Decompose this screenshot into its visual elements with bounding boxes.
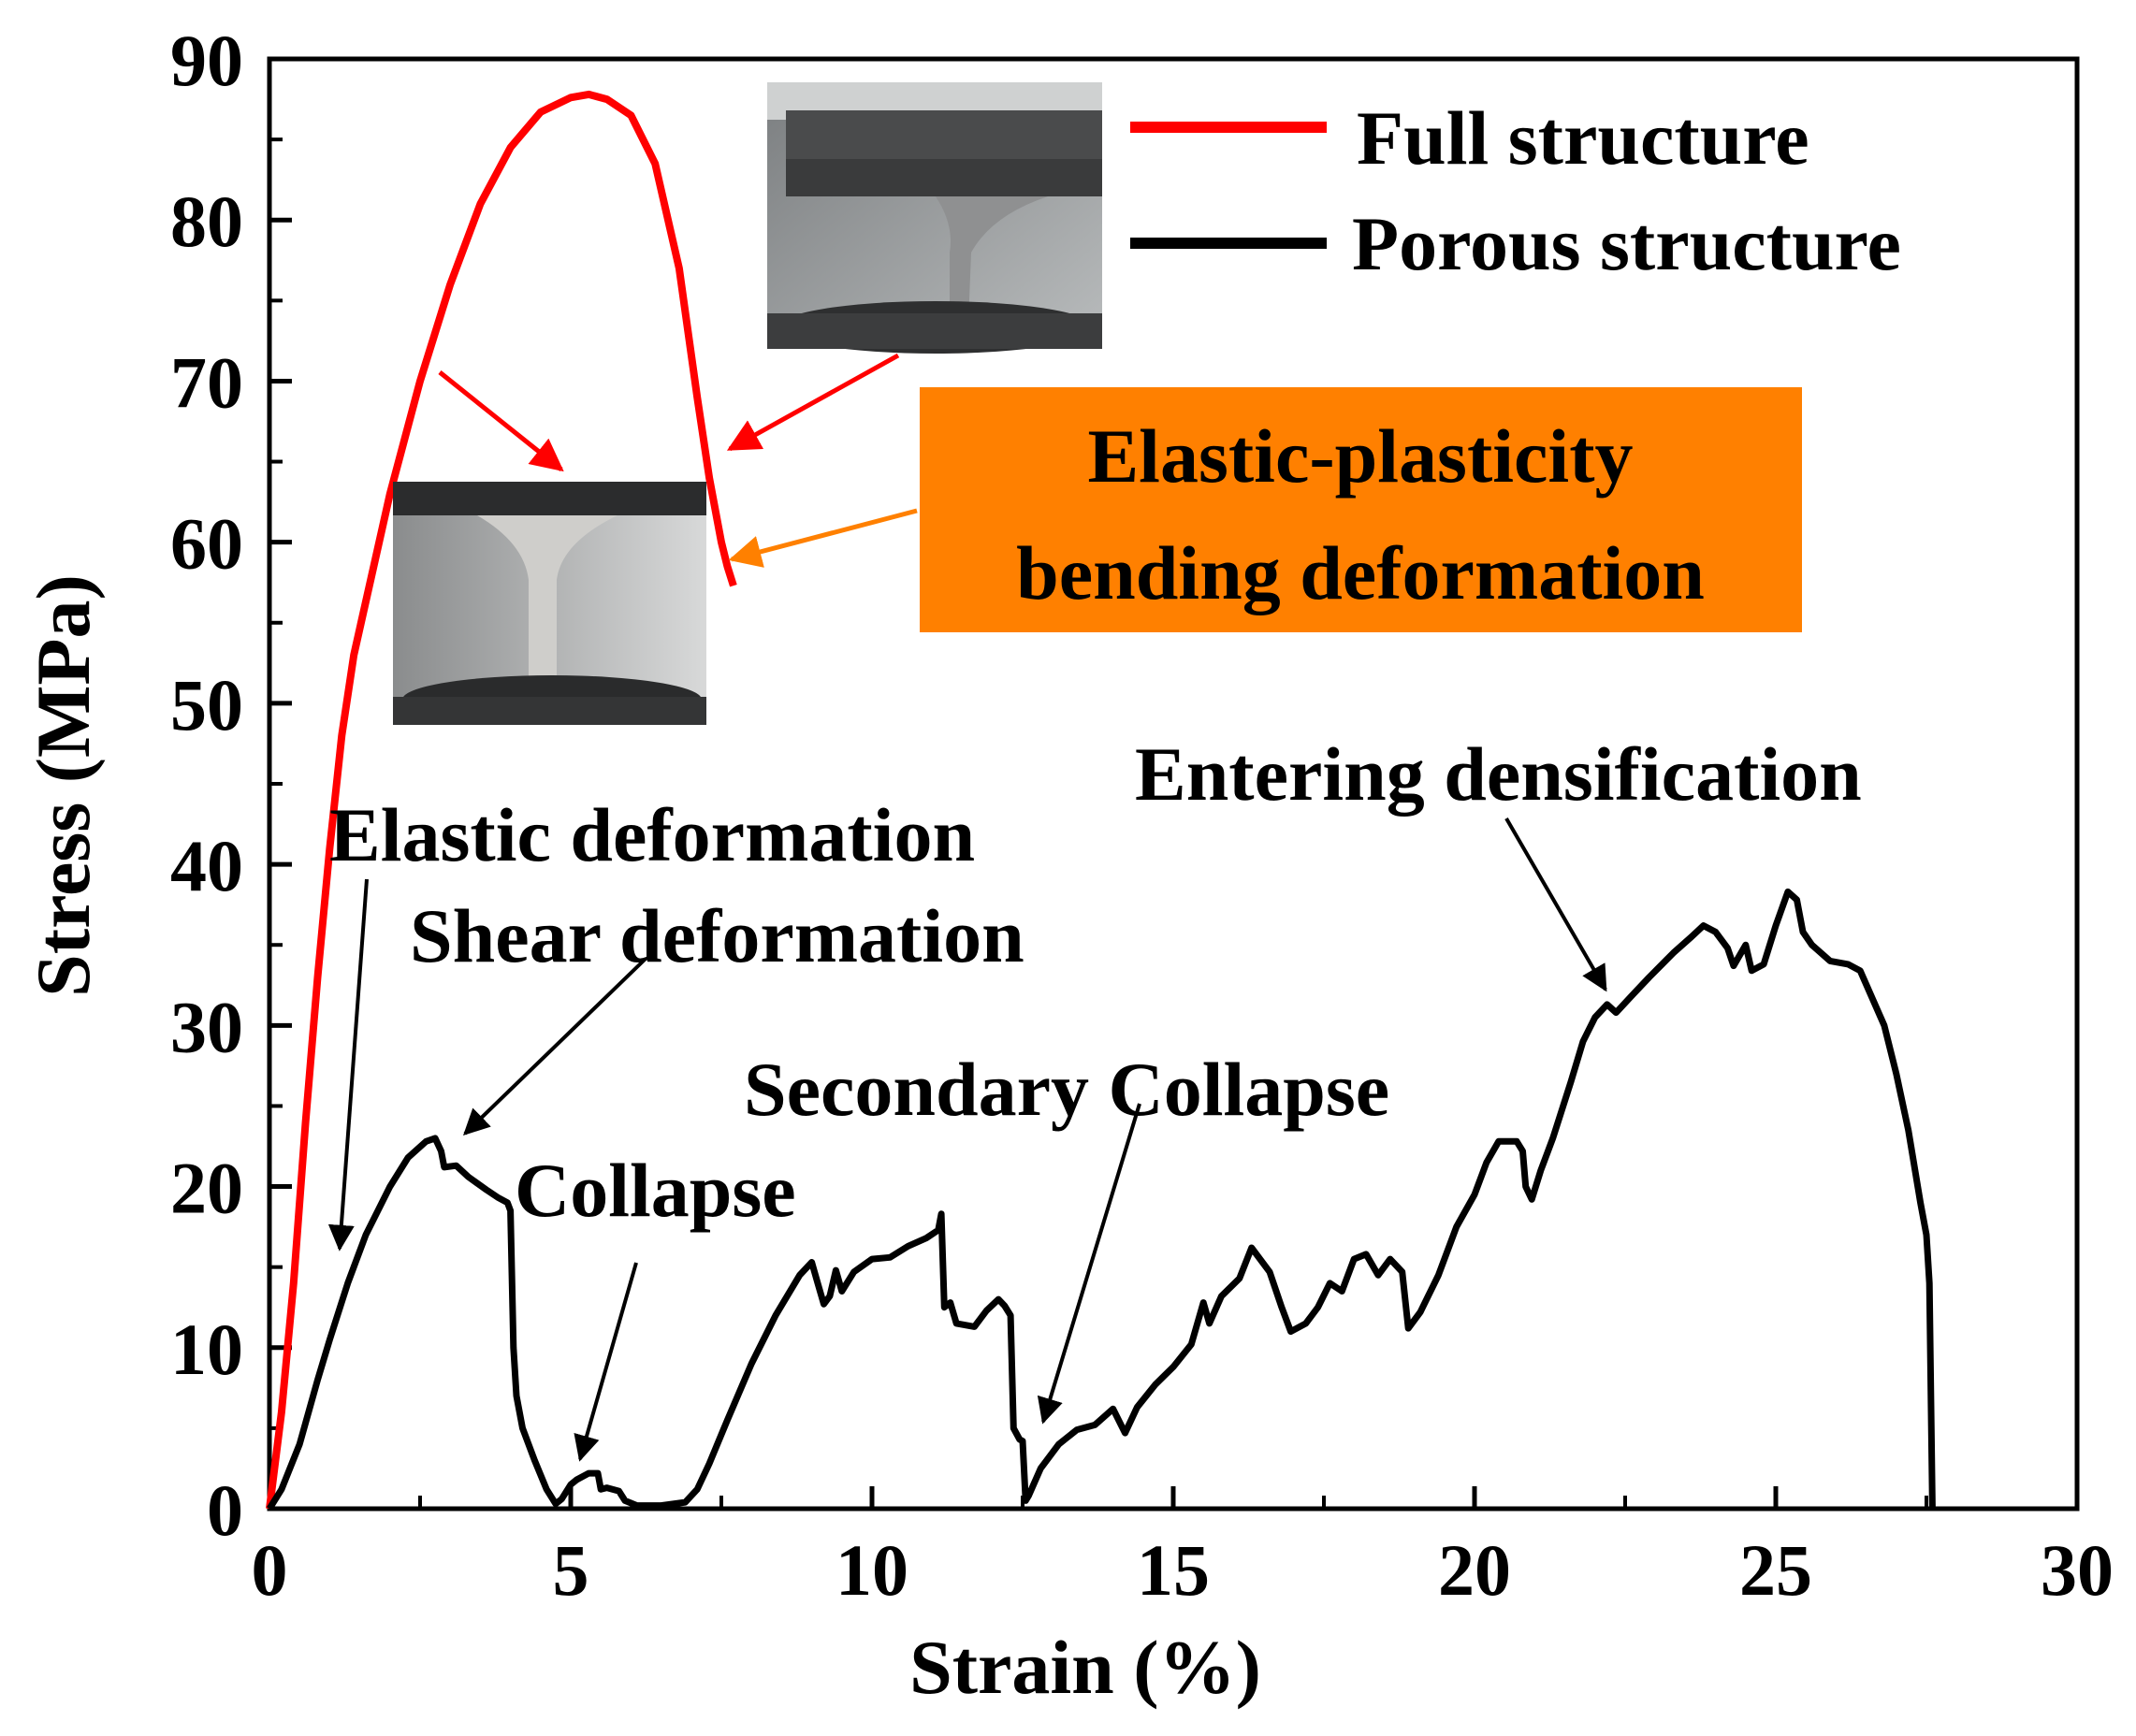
arrow-curve-to-photo2 — [438, 370, 564, 472]
y-tick-label: 80 — [170, 181, 243, 262]
photo-inset-failed-specimen — [767, 82, 1102, 354]
legend-label-porous: Porous structure — [1352, 201, 1901, 286]
orange-annotation-line2: bending deformation — [1016, 530, 1705, 615]
annotation-elastic-deformation: Elastic deformation — [329, 792, 975, 877]
arrow-collapse — [574, 1262, 638, 1462]
arrow-densification — [1504, 817, 1607, 992]
x-axis-title: Strain (%) — [909, 1625, 1261, 1710]
arrow-photo1-to-curve — [726, 353, 900, 452]
y-tick-label: 50 — [170, 664, 243, 745]
arrow-orange-to-curve — [728, 508, 918, 568]
arrow-secondary-collapse — [1037, 1103, 1141, 1425]
x-tick-label: 20 — [1438, 1529, 1511, 1611]
y-tick-label: 90 — [170, 20, 243, 101]
y-tick-label: 0 — [207, 1469, 243, 1551]
y-tick-label: 30 — [170, 986, 243, 1067]
legend-label-full: Full structure — [1357, 95, 1809, 181]
arrow-shear — [462, 957, 647, 1136]
annotation-shear-deformation: Shear deformation — [410, 893, 1024, 978]
series-porous-structure-line — [267, 888, 1936, 1511]
x-tick-label: 25 — [1739, 1529, 1812, 1611]
y-axis-title: Stress (MPa) — [21, 574, 106, 997]
orange-annotation-line1: Elastic-plasticity — [1087, 413, 1633, 499]
y-tick-label: 60 — [170, 503, 243, 585]
y-tick-label: 70 — [170, 341, 243, 423]
orange-annotation-box — [920, 387, 1802, 632]
x-tick-label: 15 — [1137, 1529, 1210, 1611]
legend: Full structure Porous structure — [1130, 95, 1901, 286]
series-full-structure-line — [266, 90, 737, 1510]
x-tick-label: 30 — [2041, 1529, 2114, 1611]
arrow-elastic — [327, 878, 369, 1251]
annotation-collapse: Collapse — [515, 1148, 796, 1233]
x-tick-label: 0 — [252, 1529, 288, 1611]
annotation-entering-densification: Entering densification — [1135, 731, 1862, 817]
y-tick-label: 20 — [170, 1148, 243, 1229]
x-tick-label: 10 — [836, 1529, 908, 1611]
axis-ticks: 0 5 10 15 20 25 30 0 10 20 30 40 50 60 70 80 90 — [170, 20, 2114, 1611]
y-tick-label: 10 — [170, 1309, 243, 1390]
y-tick-label: 40 — [170, 825, 243, 906]
x-tick-label: 5 — [553, 1529, 589, 1611]
annotation-secondary-collapse: Secondary Collapse — [744, 1047, 1389, 1132]
photo-inset-intact-specimen — [393, 482, 706, 725]
